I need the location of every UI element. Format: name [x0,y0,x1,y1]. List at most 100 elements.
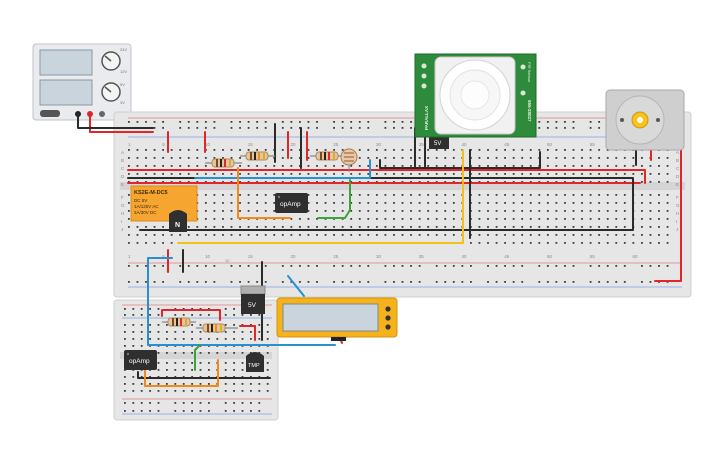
wire-blue-lcd[interactable] [147,257,336,346]
row-letter: J [676,227,678,232]
lcd-pin-1 [385,306,391,312]
column-number: 30 [376,254,382,259]
relay-spec-1: DC 5V [134,198,147,203]
resistor-1[interactable] [205,158,242,168]
column-number: 5 [162,254,165,259]
temp-sensor[interactable]: TMP [246,352,264,372]
wire-red-right[interactable] [654,119,682,282]
wire-blue-lcd-2[interactable] [287,275,305,297]
row-letter: B [676,158,679,163]
row-letter: E [121,182,124,187]
wire-blue-top[interactable] [194,159,371,179]
row-letter: I [121,219,122,224]
wire-orange-opamp[interactable] [237,167,291,219]
column-number: 45 [504,254,510,259]
column-number: 5 [162,142,165,147]
row-letter: F [676,195,679,200]
pir-sensor[interactable]: PARALLAX 555-28027 PIR Sensor [414,53,537,138]
transistor-label: N [175,222,180,229]
power-switch[interactable] [40,110,60,117]
power-supply[interactable]: 24V 12V 5V 3V [32,43,132,121]
lcd-pin-3 [385,324,391,330]
column-number: 55 [590,254,596,259]
column-number: 50 [547,142,553,147]
wire-black-long-1[interactable] [127,177,634,231]
row-letter: C [121,166,125,171]
row-letter: G [121,203,125,208]
wire-black-small-2[interactable] [137,371,271,379]
wire-orange-small[interactable] [144,359,219,387]
column-number: 25 [333,142,339,147]
power-display-b [39,79,93,106]
column-number: 45 [504,142,510,147]
regulator-small-label: 5V [248,302,257,309]
row-letter: I [676,219,677,224]
resistor-3[interactable] [310,151,345,161]
terminal-gnd[interactable] [99,111,105,117]
column-number: 35 [419,142,425,147]
relay-spec-2: 1A/125V AC [134,204,159,209]
column-number: 30 [376,142,382,147]
transistor[interactable]: N [169,210,187,232]
row-letter: E [676,182,679,187]
column-number: 50 [547,254,553,259]
column-number: 55 [590,142,596,147]
temp-sensor-label: TMP [248,363,260,369]
regulator-small[interactable]: 5V [240,285,266,314]
regulator-main-label: 5V [434,141,441,147]
opamp-main-label: opAmp [280,201,301,208]
output-label-3v: 3V [120,100,125,105]
row-letter: C [676,166,680,171]
column-number: 10 [205,254,211,259]
opamp-main[interactable]: opAmp [275,193,308,213]
output-label-12v: 12V [120,69,127,74]
resistor-2[interactable] [240,151,275,161]
wire-yellow-pir[interactable] [177,149,464,244]
relay-spec-3: 2A/30V DC [134,210,157,215]
wire-red-small-1[interactable] [161,309,221,321]
wire-green-opamp[interactable] [317,179,351,219]
column-number: 15 [248,254,254,259]
dc-motor[interactable] [605,89,685,151]
column-number: 25 [333,254,339,259]
column-number: 1 [128,254,131,259]
output-label-5v: 5V [120,82,125,87]
photoresistor[interactable] [340,148,358,172]
row-letter: B [121,158,124,163]
lcd-display[interactable] [276,297,398,341]
regulator-main[interactable]: 5V [429,135,449,149]
row-letter: J [121,227,123,232]
wire-psu-black[interactable] [77,113,154,129]
small-col-10: 10 [225,258,230,263]
row-letter: H [676,211,679,216]
row-letter: A [676,150,679,155]
pir-label-right: 555-28027 [527,100,532,122]
column-number: 40 [461,254,467,259]
row-letter: A [121,150,124,155]
pir-label-top: PIR Sensor [527,62,532,83]
row-letter: D [676,174,680,179]
column-number: 1 [128,142,131,147]
column-number: 20 [290,142,296,147]
lcd-pin-2 [385,315,391,321]
wire-black-long-2[interactable] [379,151,541,169]
wire-green-small[interactable] [194,344,201,371]
breadboard-main[interactable]: 1155101015152020252530303535404045455050… [113,111,692,298]
wire-psu-red[interactable] [89,113,154,133]
column-number: 35 [419,254,425,259]
column-number: 40 [461,142,467,147]
output-label-24v: 24V [120,47,127,52]
pir-label-left: PARALLAX [424,106,429,130]
wire-red-small-2[interactable] [239,325,256,341]
relay[interactable]: KS2E-M-DC5 DC 5V 1A/125V AC 2A/30V DC [130,185,198,222]
row-letter: H [121,211,124,216]
column-number: 20 [290,254,296,259]
resistor-5[interactable] [196,323,238,333]
wire-red-long-1[interactable] [127,169,646,184]
opamp-small-label: opAmp [129,358,150,365]
column-number: 60 [632,254,638,259]
opamp-small[interactable]: opAmp [124,350,157,370]
row-letter: F [121,195,124,200]
resistor-4[interactable] [162,317,196,327]
